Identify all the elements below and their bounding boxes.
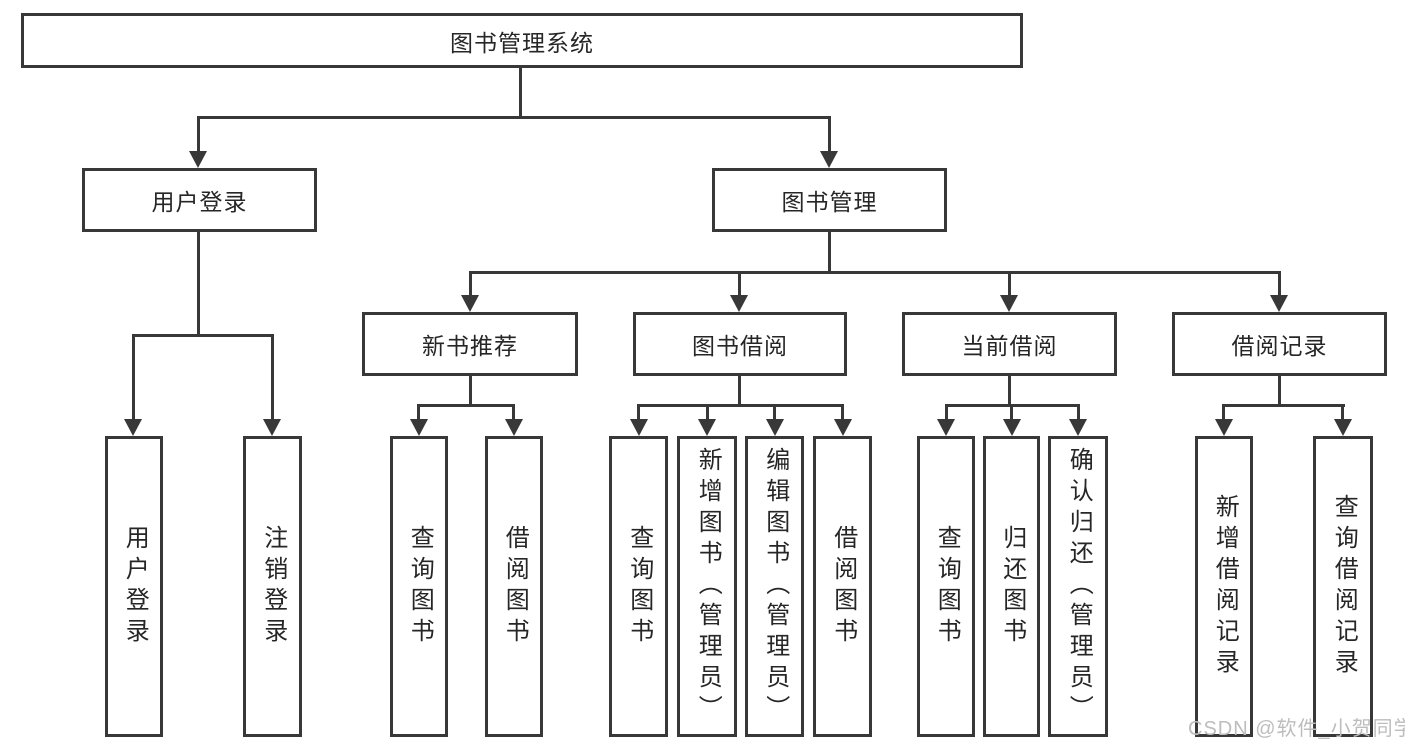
leaf-borrow-books-2-label: 借阅图书 xyxy=(829,524,857,649)
connector-line xyxy=(1222,404,1225,420)
node-root: 图书管理系统 xyxy=(21,13,1023,68)
leaf-borrow-books-1: 借阅图书 xyxy=(485,436,543,737)
connector-line xyxy=(637,404,640,420)
leaf-add-borrow-record: 新增借阅记录 xyxy=(1195,436,1253,737)
leaf-return-books-label: 归还图书 xyxy=(998,524,1026,649)
node-borrow-records-label: 借阅记录 xyxy=(1231,333,1328,359)
connector-line xyxy=(828,232,831,274)
leaf-borrow-books-2: 借阅图书 xyxy=(813,436,872,737)
leaf-add-books-admin-label: 新增图书（管理员） xyxy=(694,447,722,726)
node-book-borrow-label: 图书借阅 xyxy=(692,333,788,359)
leaf-add-books-admin: 新增图书（管理员） xyxy=(677,436,737,737)
leaf-query-books-3-label: 查询图书 xyxy=(933,524,961,649)
leaf-return-books: 归还图书 xyxy=(983,436,1040,737)
connector-line xyxy=(841,404,844,420)
connector-line xyxy=(132,334,273,337)
node-root-label: 图书管理系统 xyxy=(450,29,594,56)
arrow-down-icon xyxy=(1215,419,1233,436)
leaf-query-borrow-record-label: 查询借阅记录 xyxy=(1330,493,1358,680)
arrow-down-icon xyxy=(820,151,838,168)
connector-line xyxy=(1077,404,1080,420)
connector-line xyxy=(469,271,472,296)
connector-line xyxy=(1008,271,1011,296)
leaf-query-books-2: 查询图书 xyxy=(609,436,668,737)
node-current-borrow: 当前借阅 xyxy=(902,312,1117,376)
leaf-user-login-label: 用户登录 xyxy=(121,524,149,649)
connector-line xyxy=(1278,271,1281,296)
leaf-query-borrow-record: 查询借阅记录 xyxy=(1313,436,1373,737)
node-user-login: 用户登录 xyxy=(82,168,317,232)
arrow-down-icon xyxy=(124,419,142,436)
leaf-user-login: 用户登录 xyxy=(105,436,163,737)
connector-line xyxy=(1010,404,1013,420)
leaf-query-books-1-label: 查询图书 xyxy=(406,524,434,649)
arrow-down-icon xyxy=(1334,419,1352,436)
arrow-down-icon xyxy=(730,295,748,312)
connector-line xyxy=(132,334,135,419)
connector-line xyxy=(738,376,741,406)
node-current-borrow-label: 当前借阅 xyxy=(961,333,1058,359)
leaf-add-borrow-record-label: 新增借阅记录 xyxy=(1211,493,1239,680)
connector-line xyxy=(469,271,1281,274)
node-book-management: 图书管理 xyxy=(712,168,947,232)
arrow-down-icon xyxy=(1000,295,1018,312)
connector-line xyxy=(197,116,200,152)
node-new-book-recommend-label: 新书推荐 xyxy=(422,333,518,359)
arrow-down-icon xyxy=(461,295,479,312)
connector-line xyxy=(706,404,709,420)
connector-line xyxy=(738,271,741,296)
connector-line xyxy=(1008,376,1011,406)
connector-line xyxy=(1222,404,1345,407)
leaf-query-books-2-label: 查询图书 xyxy=(625,524,653,649)
arrow-down-icon xyxy=(937,419,955,436)
node-book-borrow: 图书借阅 xyxy=(633,312,847,376)
arrow-down-icon xyxy=(505,419,523,436)
leaf-confirm-return-admin: 确认归还（管理员） xyxy=(1048,436,1108,737)
leaf-query-books-1: 查询图书 xyxy=(390,436,448,737)
arrow-down-icon xyxy=(698,419,716,436)
connector-line xyxy=(271,334,274,419)
connector-line xyxy=(637,404,844,407)
node-borrow-records: 借阅记录 xyxy=(1172,312,1387,376)
connector-line xyxy=(1278,376,1281,406)
leaf-edit-books-admin-label: 编辑图书（管理员） xyxy=(761,447,789,726)
leaf-edit-books-admin: 编辑图书（管理员） xyxy=(745,436,804,737)
connector-line xyxy=(417,404,420,420)
connector-line xyxy=(945,404,948,420)
arrow-down-icon xyxy=(263,419,281,436)
connector-line xyxy=(828,116,831,152)
arrow-down-icon xyxy=(410,419,428,436)
arrow-down-icon xyxy=(1003,419,1021,436)
connector-line xyxy=(197,232,200,337)
leaf-logout: 注销登录 xyxy=(243,436,302,737)
connector-line xyxy=(469,376,472,406)
connector-line xyxy=(197,116,830,119)
connector-line xyxy=(519,68,522,119)
arrow-down-icon xyxy=(630,419,648,436)
connector-line xyxy=(417,404,515,407)
node-new-book-recommend: 新书推荐 xyxy=(362,312,578,376)
leaf-confirm-return-admin-label: 确认归还（管理员） xyxy=(1065,447,1093,726)
node-book-management-label: 图书管理 xyxy=(781,189,878,215)
leaf-borrow-books-1-label: 借阅图书 xyxy=(501,524,529,649)
connector-line xyxy=(1341,404,1344,420)
arrow-down-icon xyxy=(189,151,207,168)
arrow-down-icon xyxy=(834,419,852,436)
leaf-logout-label: 注销登录 xyxy=(259,524,287,649)
arrow-down-icon xyxy=(1270,295,1288,312)
node-user-login-label: 用户登录 xyxy=(151,189,248,215)
connector-line xyxy=(773,404,776,420)
arrow-down-icon xyxy=(766,419,784,436)
arrow-down-icon xyxy=(1069,419,1087,436)
leaf-query-books-3: 查询图书 xyxy=(917,436,975,737)
connector-line xyxy=(512,404,515,420)
csdn-watermark: CSDN @软件_小贺同学 xyxy=(1188,718,1405,740)
